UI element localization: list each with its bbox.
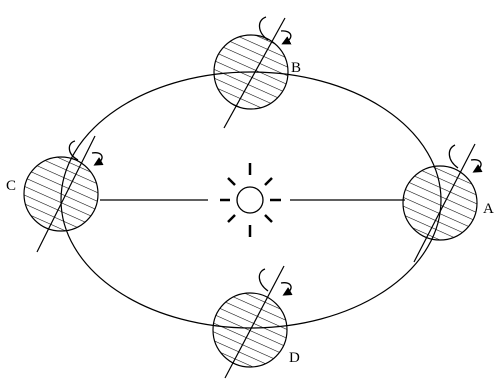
earth-icon-b xyxy=(214,17,291,128)
sun-icon xyxy=(220,163,281,237)
position-label-d: D xyxy=(289,350,300,366)
position-label-b: B xyxy=(291,60,301,76)
earth-icon-a xyxy=(403,144,481,262)
position-label-c: C xyxy=(6,178,16,194)
earth-icon-d xyxy=(213,266,291,378)
position-label-a: A xyxy=(483,201,494,217)
earth-icon-c xyxy=(24,136,102,252)
